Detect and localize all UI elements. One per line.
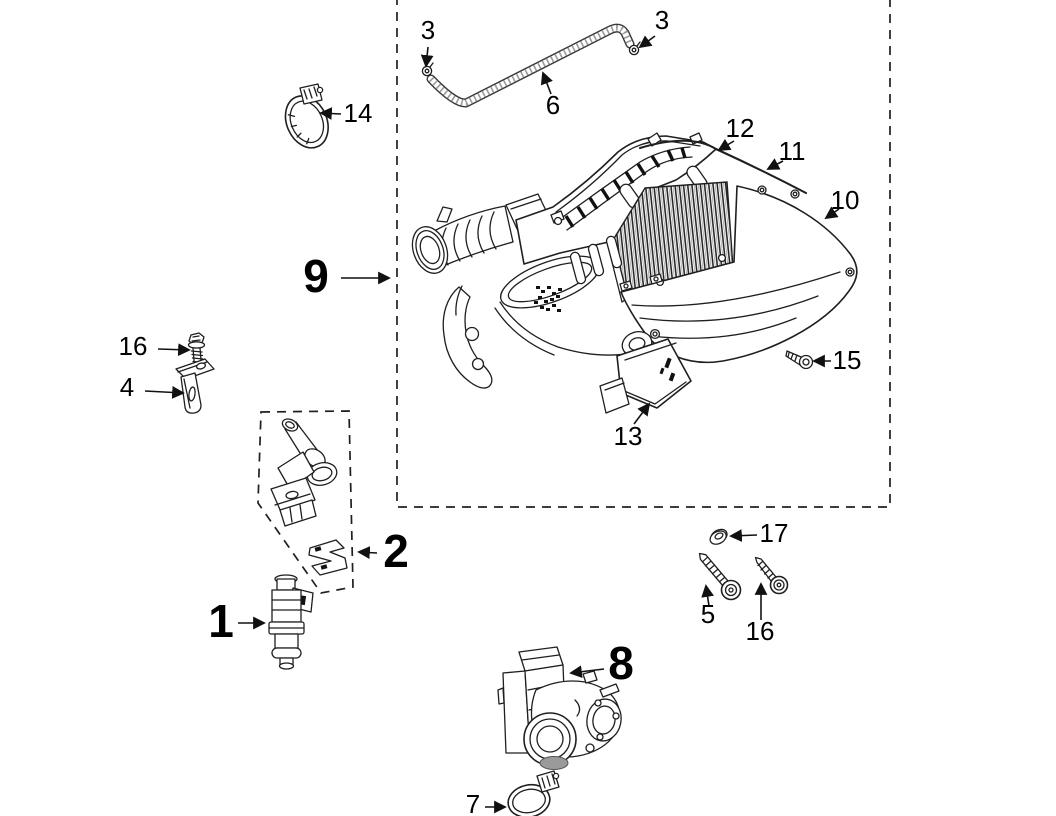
washer [709, 528, 728, 545]
callout-7: 7 [466, 789, 480, 816]
air-filter-box-assembly [411, 132, 858, 414]
intake-bellows-duct [411, 193, 552, 274]
callout-16-right: 16 [746, 616, 775, 646]
support-bracket [599, 328, 692, 414]
callout-15: 15 [833, 345, 862, 375]
callout-3-left: 3 [421, 15, 435, 45]
callout-17: 17 [760, 518, 789, 548]
self-tapping-screw [785, 350, 814, 370]
callout-9: 9 [303, 250, 329, 302]
callout-2: 2 [383, 525, 409, 577]
hose-clip-left [421, 62, 434, 77]
callout-labels: 3 3 6 14 12 11 10 9 16 4 15 13 17 5 16 2… [119, 5, 862, 816]
cover-stipple-marks [534, 286, 562, 312]
air-box-housing-face [494, 235, 663, 356]
socket-screw-long [698, 552, 742, 601]
air-box-front-arm [442, 285, 493, 389]
callout-6: 6 [546, 90, 560, 120]
callout-3-right: 3 [655, 5, 669, 35]
callout-10: 10 [831, 185, 860, 215]
socket-screw-short [754, 556, 789, 595]
fuel-injector [268, 574, 314, 670]
injector-holder-kit [270, 418, 348, 576]
injector-retaining-clip [308, 539, 348, 576]
callout-16-left: 16 [119, 331, 148, 361]
callout-5: 5 [701, 599, 715, 629]
callout-14: 14 [344, 98, 373, 128]
callout-12: 12 [726, 113, 755, 143]
hose-clamp-upper [284, 83, 329, 149]
air-box-seal [638, 139, 808, 195]
air-filter-group-outline [396, 0, 891, 508]
callout-13: 13 [614, 421, 643, 451]
breather-hose [426, 23, 635, 108]
air-box-lower-shell [620, 185, 858, 364]
injector-kit-group-outline [257, 410, 354, 594]
callout-11: 11 [779, 136, 806, 166]
throttle-body [497, 646, 622, 770]
mounting-bracket [175, 358, 215, 414]
callout-1: 1 [208, 595, 234, 647]
callout-arrows [144, 35, 840, 814]
callout-8: 8 [608, 637, 634, 689]
hose-clamp-lower [507, 770, 560, 816]
callout-4: 4 [120, 372, 134, 402]
